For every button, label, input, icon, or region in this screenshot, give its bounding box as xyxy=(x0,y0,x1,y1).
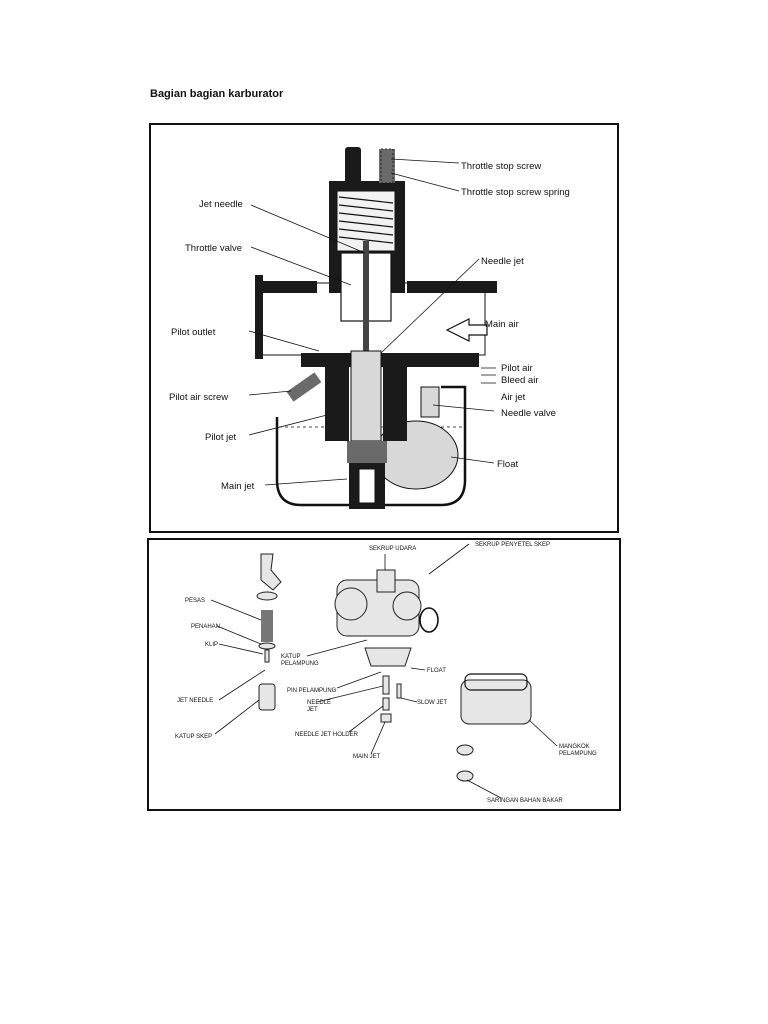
drain-plug-part xyxy=(456,770,474,782)
needle-valve-part xyxy=(420,386,440,418)
label-slow-jet: SLOW JET xyxy=(417,700,447,706)
bore-top-left-wall xyxy=(257,281,317,293)
float-bowl-mangkok xyxy=(460,673,532,725)
label-needle-jet-line1: NEEDLE xyxy=(307,700,331,706)
label-needle-jet-holder: NEEDLE JET HOLDER xyxy=(295,732,359,738)
label-float: Float xyxy=(497,459,518,470)
label-air-jet: Air jet xyxy=(501,392,526,403)
label-mangkok-line1: MANGKOK xyxy=(559,744,590,750)
label-needle-jet-line2: JET xyxy=(307,707,318,713)
label-pilot-outlet: Pilot outlet xyxy=(171,327,216,338)
label-pin-pelampung: PIN PELAMPUNG xyxy=(287,688,337,694)
label-pesas: PESAS xyxy=(185,598,205,604)
emulsion-tube-wall xyxy=(383,365,407,441)
carburetor-exploded-view-figure: SEKRUP UDARA SEKRUP PENYETEL SKEP PESAS … xyxy=(147,538,621,811)
label-main-air: Main air xyxy=(485,319,519,330)
label-throttle-stop-screw: Throttle stop screw xyxy=(461,161,541,172)
label-bleed-air: Bleed air xyxy=(501,375,539,386)
pilot-jet-body xyxy=(325,365,349,441)
main-air-arrow xyxy=(445,318,488,342)
inlet-flange xyxy=(255,275,263,359)
cable-elbow xyxy=(260,553,282,591)
leader-lines xyxy=(248,158,495,486)
label-saringan-bahan-bakar: SARINGAN BAHAN BAKAR xyxy=(487,798,563,804)
fuel-filter-part xyxy=(456,744,474,756)
needle-jet-part xyxy=(382,675,390,695)
pilot-air-screw-part xyxy=(286,372,322,402)
float-part xyxy=(364,647,412,667)
label-float: FLOAT xyxy=(427,668,446,674)
needle-jet-tube xyxy=(350,350,382,442)
label-katup-line1: KATUP xyxy=(281,654,301,660)
label-mangkok-line2: PELAMPUNG xyxy=(559,751,597,757)
carburetor-main-body xyxy=(334,569,439,637)
label-klip: KLIP xyxy=(205,642,218,648)
label-katup-line2: PELAMPUNG xyxy=(281,661,319,667)
jet-needle-shaft xyxy=(363,241,369,351)
throttle-slide-katup-skep xyxy=(258,683,276,711)
carburetor-exploded-view-drawing: SEKRUP UDARA SEKRUP PENYETEL SKEP PESAS … xyxy=(175,542,597,804)
spring-pesas xyxy=(261,610,273,642)
leader-lines xyxy=(210,543,558,799)
pilot-bleed-arrows xyxy=(481,367,496,384)
throttle-spring-coils xyxy=(338,196,394,244)
float-bowl-outline xyxy=(275,385,467,507)
bore-top-right-wall xyxy=(407,281,497,293)
throttle-stop-screw xyxy=(379,149,395,183)
label-throttle-valve: Throttle valve xyxy=(185,243,242,254)
bore-bottom-wall xyxy=(301,353,479,367)
label-needle-jet: Needle jet xyxy=(481,256,524,267)
label-jet-needle: Jet needle xyxy=(199,199,243,210)
label-sekrup-udara: SEKRUP UDARA xyxy=(369,546,416,552)
label-sekrup-penyetel-skep: SEKRUP PENYETEL SKEP xyxy=(475,542,550,548)
jet-holder xyxy=(347,441,387,463)
main-jet-bore xyxy=(358,468,376,504)
label-main-jet: MAIN JET xyxy=(353,754,381,760)
cable-adjuster xyxy=(345,147,361,185)
throttle-assembly-parts xyxy=(256,553,282,711)
label-throttle-stop-screw-spring: Throttle stop screw spring xyxy=(461,187,570,198)
label-pilot-jet: Pilot jet xyxy=(205,432,237,443)
label-penahan: PENAHAN xyxy=(191,624,220,630)
page-title: Bagian bagian karburator xyxy=(150,88,284,100)
label-jet-needle: JET NEEDLE xyxy=(177,698,213,704)
label-katup-skep: KATUP SKEP xyxy=(175,734,212,740)
label-pilot-air-screw: Pilot air screw xyxy=(169,392,228,403)
label-pilot-air: Pilot air xyxy=(501,363,533,374)
cap xyxy=(256,591,278,601)
label-main-jet: Main jet xyxy=(221,481,255,492)
label-needle-valve: Needle valve xyxy=(501,408,556,419)
slow-jet-part xyxy=(396,683,402,699)
o-ring xyxy=(419,607,439,633)
carburetor-cross-section-figure: Throttle stop screw Throttle stop screw … xyxy=(149,123,619,533)
main-jet-part xyxy=(380,713,392,723)
clip-klip xyxy=(264,649,270,663)
needle-jet-holder-part xyxy=(382,697,390,711)
retainer-penahan xyxy=(258,642,276,650)
carburetor-cross-section-drawing: Throttle stop screw Throttle stop screw … xyxy=(169,147,570,509)
